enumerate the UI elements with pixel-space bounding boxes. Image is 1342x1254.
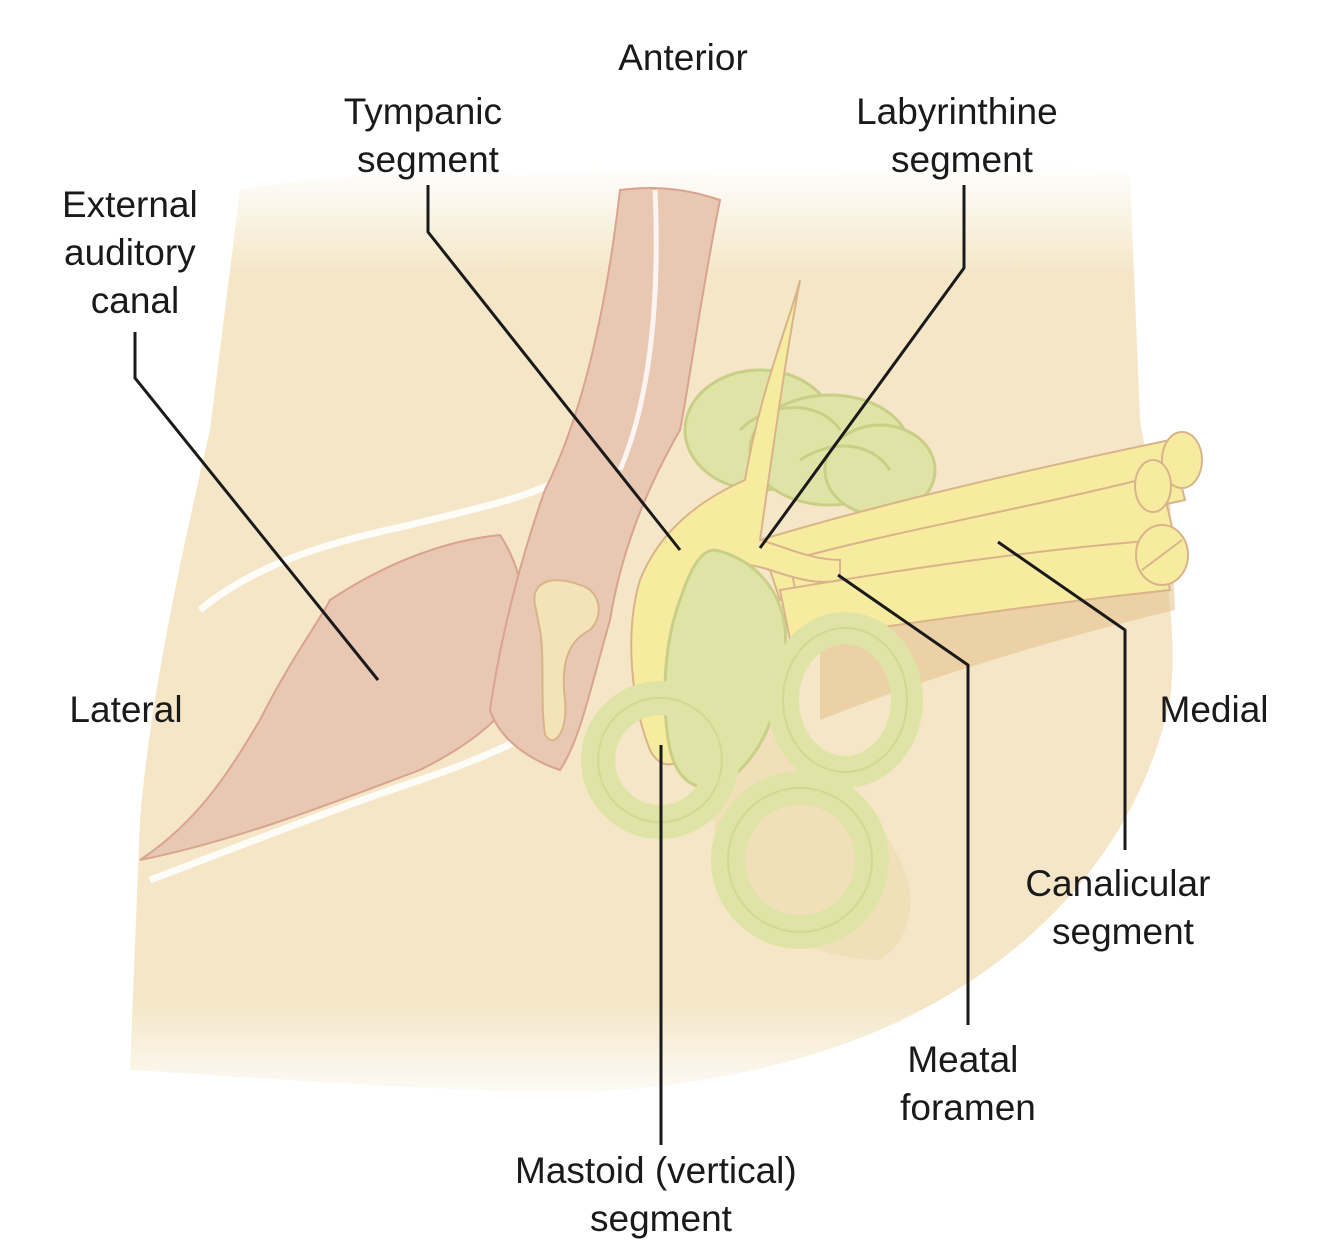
lateral-label: Lateral <box>69 689 182 730</box>
external-auditory-canal-shape <box>139 533 527 861</box>
canalicular-segment-label: Canalicular segment <box>1025 863 1220 952</box>
medial-label: Medial <box>1160 689 1269 730</box>
leader-external-canal <box>133 332 380 681</box>
nerve-bundle <box>758 431 1203 642</box>
anterior-label: Anterior <box>618 37 748 78</box>
leader-canalicular <box>997 540 1127 850</box>
leader-meatal <box>837 573 970 1025</box>
mastoid-segment-label: Mastoid (vertical) segment <box>515 1150 807 1239</box>
vestibular-labyrinth <box>581 548 923 949</box>
meatal-foramen-label: Meatal foramen <box>900 1039 1036 1128</box>
leader-labyrinthine <box>758 185 966 549</box>
tympanic-segment-label: Tympanic segment <box>344 91 513 180</box>
ossicle <box>533 579 600 742</box>
labyrinthine-segment-label: Labyrinthine segment <box>856 91 1068 180</box>
external-auditory-canal-label: External auditory canal <box>62 184 208 321</box>
leader-tympanic <box>426 185 682 551</box>
